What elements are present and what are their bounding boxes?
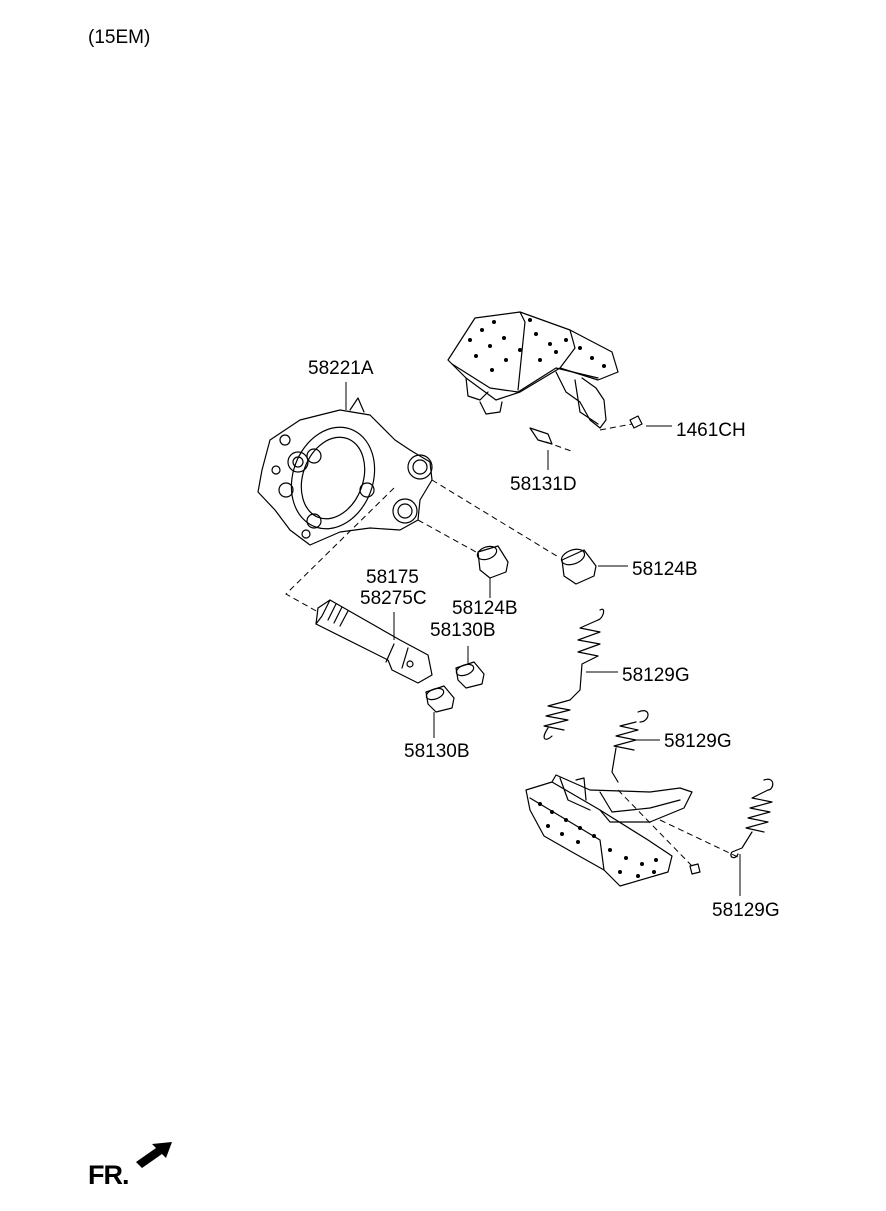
diagram-code: (15EM) — [88, 27, 151, 48]
upper-brake-shoe — [447, 311, 643, 445]
bushing-58124B-right — [560, 548, 597, 585]
part-label-58129G-lower: 58129G — [712, 900, 780, 921]
backing-plate — [257, 397, 433, 546]
front-direction-label: FR. — [88, 1160, 129, 1190]
part-label-58275C: 58275C — [360, 588, 427, 609]
part-label-58124B-mid: 58124B — [452, 598, 518, 619]
part-label-58124B-right: 58124B — [632, 559, 698, 580]
part-label-58130B-lower: 58130B — [404, 741, 470, 762]
part-label-58221A: 58221A — [308, 358, 374, 379]
part-label-58175: 58175 — [366, 567, 419, 588]
spring-middle — [611, 710, 649, 783]
bushing-58130B-upper — [455, 661, 485, 689]
part-label-1461CH: 1461CH — [676, 420, 746, 441]
spring-upper — [543, 608, 605, 740]
bushing-58130B-lower — [425, 685, 455, 713]
part-label-58129G-upper: 58129G — [622, 665, 690, 686]
part-label-58131D: 58131D — [510, 474, 577, 495]
arrow-icon — [136, 1142, 172, 1168]
cam-shaft — [315, 599, 433, 684]
part-label-58129G-mid: 58129G — [664, 731, 732, 752]
lower-brake-shoe — [525, 774, 701, 887]
part-label-58130B-upper: 58130B — [430, 620, 496, 641]
spring-lower — [730, 778, 774, 859]
bushing-58124B-mid — [476, 545, 509, 579]
